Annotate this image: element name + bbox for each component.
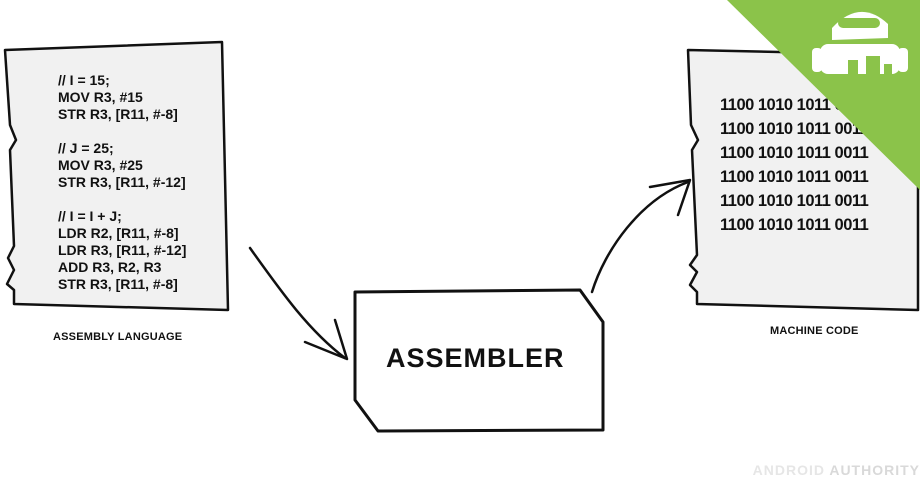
machine-line: 1100 1010 1011 0011: [720, 168, 869, 186]
assembly-caption: ASSEMBLY LANGUAGE: [53, 331, 183, 343]
assembler-label: ASSEMBLER: [386, 343, 565, 373]
machine-line: 1100 1010 1011 0011: [720, 96, 869, 114]
code-line: // I = I + J;: [58, 208, 122, 224]
watermark: ANDROID AUTHORITY: [753, 462, 920, 478]
machine-line: 1100 1010 1011 0011: [720, 216, 869, 234]
machine-line: 1100 1010 1011 0011: [720, 144, 869, 162]
machine-line: 1100 1010 1011 0011: [720, 120, 869, 138]
machine-caption: MACHINE CODE: [770, 325, 859, 337]
arrow-to-machine-code: [590, 178, 692, 294]
arrow-to-assembler: [248, 246, 349, 361]
code-line: MOV R3, #25: [58, 157, 143, 173]
code-line: LDR R3, [R11, #-12]: [58, 242, 187, 258]
assembly-paper: [3, 40, 230, 312]
code-line: STR R3, [R11, #-8]: [58, 106, 178, 122]
watermark-part-1: ANDROID: [752, 462, 830, 478]
code-line: // I = 15;: [58, 72, 110, 88]
assembler-box: [353, 288, 605, 433]
code-line: STR R3, [R11, #-8]: [58, 276, 178, 292]
code-line: MOV R3, #15: [58, 89, 143, 105]
code-line: // J = 25;: [58, 140, 114, 156]
code-line: STR R3, [R11, #-12]: [58, 174, 186, 190]
code-line: LDR R2, [R11, #-8]: [58, 225, 179, 241]
code-line: ADD R3, R2, R3: [58, 259, 162, 275]
machine-line: 1100 1010 1011 0011: [720, 192, 869, 210]
watermark-part-2: AUTHORITY: [829, 462, 920, 478]
